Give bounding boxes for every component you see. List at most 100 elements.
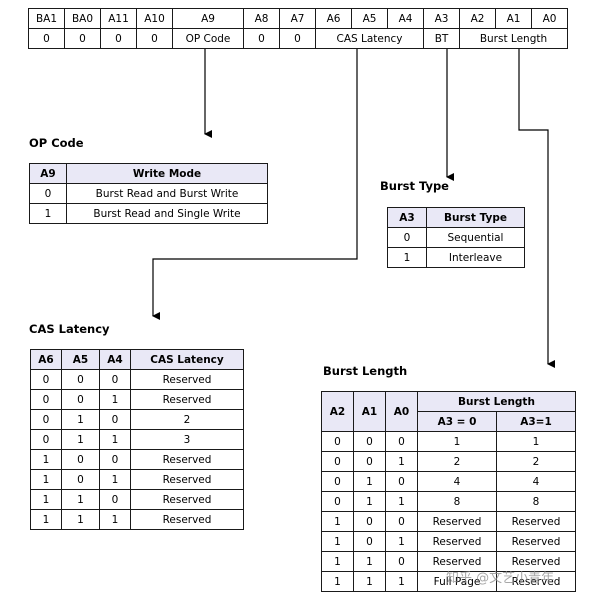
table-cell: 1 bbox=[30, 509, 62, 530]
table-cell: 1 bbox=[99, 389, 131, 410]
table-cell: Sequential bbox=[426, 227, 525, 248]
column-header: Burst Length bbox=[417, 391, 576, 412]
table-cell: 0 bbox=[29, 183, 67, 204]
field-cell: 0 bbox=[28, 28, 65, 49]
table-cell: 1 bbox=[353, 471, 386, 492]
table-cell: 1 bbox=[30, 489, 62, 510]
table-header-row: A3 Burst Type bbox=[387, 207, 525, 228]
table-cell: 0 bbox=[99, 369, 131, 390]
table-cell: 0 bbox=[321, 491, 354, 512]
table-cell: 2 bbox=[496, 451, 576, 472]
table-cell: 1 bbox=[61, 509, 100, 530]
table-cell: Reserved bbox=[130, 389, 244, 410]
table-cell: Reserved bbox=[417, 511, 497, 532]
table-cell: 8 bbox=[496, 491, 576, 512]
table-cell: 1 bbox=[353, 491, 386, 512]
arrow-burst-length bbox=[518, 48, 555, 368]
bit-cell: A8 bbox=[243, 8, 280, 29]
table-cell: 0 bbox=[353, 511, 386, 532]
table-subheader-row: A3 = 0 A3=1 bbox=[322, 411, 576, 432]
table-cell: Full Page bbox=[417, 571, 497, 592]
op-code-title: OP Code bbox=[29, 136, 84, 150]
table-cell: Reserved bbox=[130, 469, 244, 490]
table-cell: 0 bbox=[30, 409, 62, 430]
table-cell: 0 bbox=[99, 409, 131, 430]
table-cell: Reserved bbox=[496, 531, 576, 552]
table-cell: 2 bbox=[417, 451, 497, 472]
bit-cell: A11 bbox=[100, 8, 137, 29]
table-cell: 0 bbox=[353, 451, 386, 472]
table-cell: 0 bbox=[30, 369, 62, 390]
table-cell: 8 bbox=[417, 491, 497, 512]
column-header: A2 bbox=[321, 391, 354, 432]
table-row: 0 Burst Read and Burst Write bbox=[29, 183, 268, 204]
table-cell: 1 bbox=[385, 491, 418, 512]
bit-cell: A6 bbox=[315, 8, 352, 29]
table-cell: 0 bbox=[99, 449, 131, 470]
table-cell: 0 bbox=[61, 449, 100, 470]
table-cell: 1 bbox=[496, 431, 576, 452]
column-header: A0 bbox=[385, 391, 418, 432]
bit-cell: A10 bbox=[136, 8, 173, 29]
bit-cell: A7 bbox=[279, 8, 316, 29]
table-cell: Reserved bbox=[130, 449, 244, 470]
table-row: 0 Sequential bbox=[387, 227, 525, 248]
table-cell: 0 bbox=[61, 369, 100, 390]
table-cell: 0 bbox=[353, 431, 386, 452]
table-cell: 0 bbox=[385, 431, 418, 452]
field-cas-latency: CAS Latency bbox=[315, 28, 424, 49]
column-header: A9 bbox=[29, 163, 67, 184]
table-cell: 2 bbox=[130, 409, 244, 430]
field-cell: 0 bbox=[136, 28, 173, 49]
table-cell: 1 bbox=[353, 551, 386, 572]
column-header: CAS Latency bbox=[130, 349, 244, 370]
watermark-text: 知乎 @文艺小青年 bbox=[446, 571, 555, 586]
table-row: 1 Interleave bbox=[387, 247, 525, 268]
burst-length-title: Burst Length bbox=[323, 364, 408, 378]
field-cell: 0 bbox=[279, 28, 316, 49]
table-cell: 1 bbox=[30, 469, 62, 490]
table-cell: 0 bbox=[321, 471, 354, 492]
register-bit-row: BA1 BA0 A11 A10 A9 A8 A7 A6 A5 A4 A3 A2 … bbox=[28, 8, 568, 29]
field-bt: BT bbox=[423, 28, 460, 49]
table-cell: Reserved bbox=[417, 551, 497, 572]
table-cell: Reserved bbox=[496, 511, 576, 532]
column-header: A4 bbox=[99, 349, 131, 370]
column-header: A5 bbox=[61, 349, 100, 370]
bit-cell: A9 bbox=[172, 8, 244, 29]
table-cell: Reserved bbox=[496, 571, 576, 592]
table-cell: 1 bbox=[417, 431, 497, 452]
table-cell: 3 bbox=[130, 429, 244, 450]
bit-cell: A2 bbox=[459, 8, 496, 29]
table-header-row: A6 A5 A4 CAS Latency bbox=[30, 349, 244, 370]
column-subheader: A3 = 0 bbox=[417, 411, 497, 432]
table-cell: Reserved bbox=[130, 509, 244, 530]
table-cell: 1 bbox=[353, 571, 386, 592]
bit-cell: BA1 bbox=[28, 8, 65, 29]
table-cell: 0 bbox=[387, 227, 427, 248]
table-cell: 1 bbox=[387, 247, 427, 268]
column-header: A3 bbox=[387, 207, 427, 228]
table-cell: 1 bbox=[61, 429, 100, 450]
table-cell: 0 bbox=[385, 511, 418, 532]
table-cell: Reserved bbox=[130, 369, 244, 390]
table-cell: 0 bbox=[61, 469, 100, 490]
table-cell: 1 bbox=[29, 203, 67, 224]
column-header: A1 bbox=[353, 391, 386, 432]
bit-cell: BA0 bbox=[64, 8, 101, 29]
table-cell: 1 bbox=[321, 571, 354, 592]
table-cell: 0 bbox=[30, 389, 62, 410]
arrow-cas-latency bbox=[152, 48, 358, 320]
